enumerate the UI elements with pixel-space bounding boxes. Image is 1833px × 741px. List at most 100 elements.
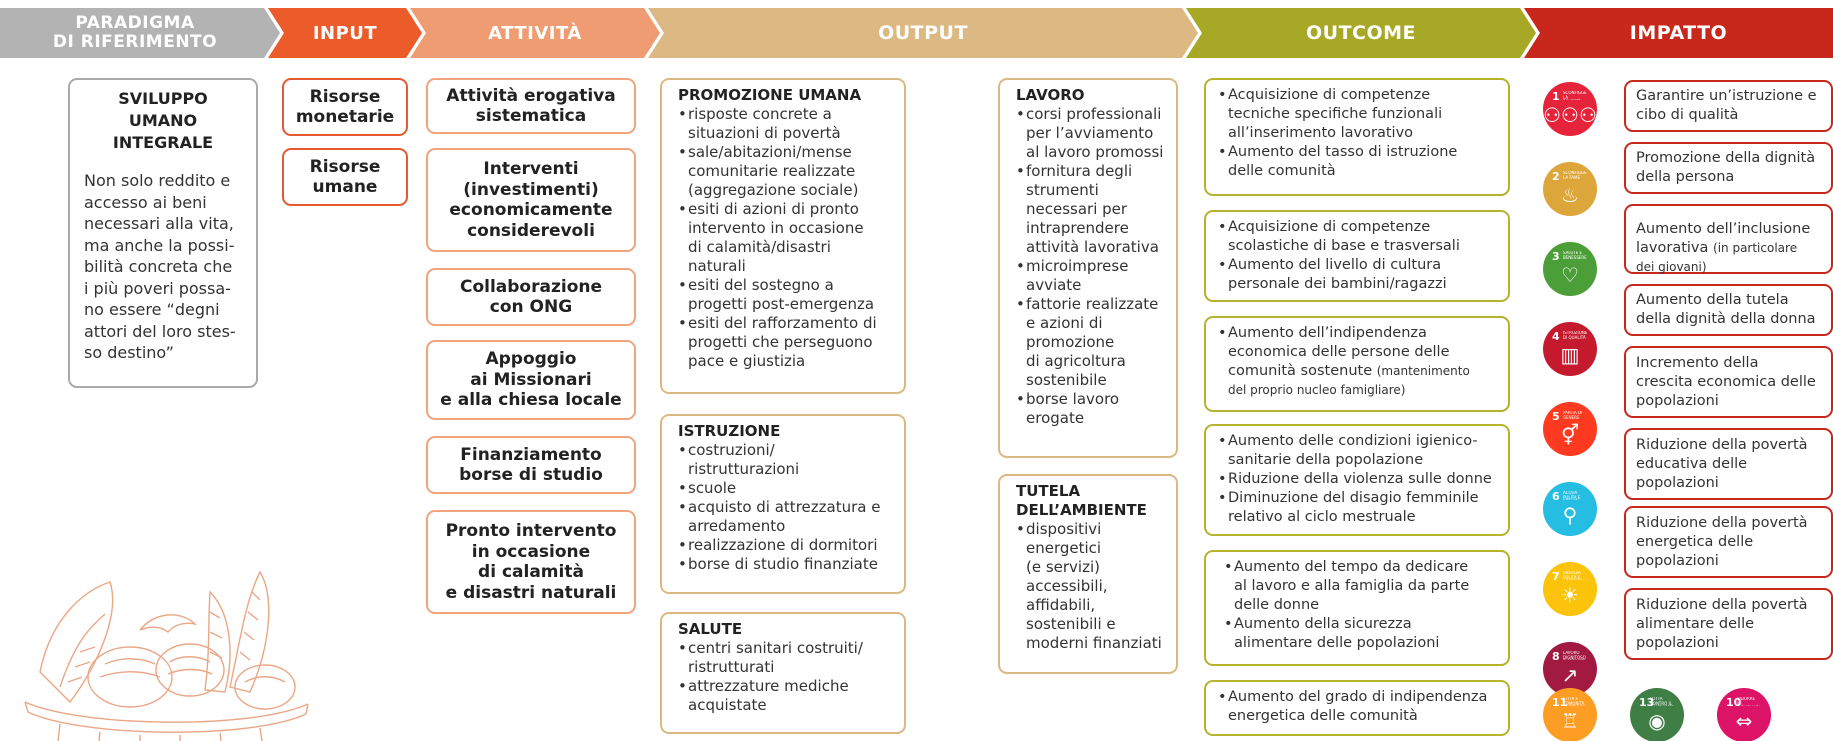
sdg-label: PARITÀ DI GENERE	[1563, 411, 1583, 420]
sdg-label: LAVORO DIGNITOSO E CRESCITA ECONOMICA	[1563, 651, 1586, 660]
sdg-number: 3	[1552, 250, 1560, 263]
paradigma-title-line: SVILUPPO	[118, 89, 208, 108]
header-output: OUTPUT	[648, 8, 1198, 58]
impatto-box: Riduzione della povertà alimentare delle…	[1624, 588, 1833, 660]
attivita-box: Appoggio ai Missionari e alla chiesa loc…	[426, 340, 636, 420]
outcome-box: Acquisizione di competenze scolastiche d…	[1204, 210, 1510, 302]
impatto-box: Riduzione della povertà educativa delle …	[1624, 428, 1833, 500]
sdg-number: 11	[1552, 696, 1568, 709]
paradigma-text-line: i più poveri possa-	[84, 278, 231, 298]
output-box-ambiente: TUTELA DELL’AMBIENTE dispositivi energet…	[998, 474, 1178, 674]
output-box-salute: SALUTE centri sanitari costruiti/ ristru…	[660, 612, 906, 734]
output-title: TUTELA DELL’AMBIENTE	[1016, 482, 1147, 519]
sdg-label: SCONFIGGERE LA FAME	[1563, 171, 1587, 180]
header-input: INPUT	[268, 8, 422, 58]
sdg-number: 4	[1552, 330, 1560, 343]
impatto-label: Promozione della dignità della persona	[1636, 150, 1816, 185]
paradigma-text-line: so destino”	[84, 343, 174, 362]
header-outcome-label: OUTCOME	[1305, 22, 1417, 44]
output-item: borse lavoro erogate	[1016, 390, 1166, 428]
outcome-item: Acquisizione di competenze tecniche spec…	[1218, 86, 1500, 143]
outcome-box: Aumento del tempo da dedicare al lavoro …	[1204, 550, 1510, 666]
paradigma-title: SVILUPPO UMANO INTEGRALE	[70, 88, 256, 154]
output-item: esiti del rafforzamento di progetti che …	[678, 314, 894, 371]
header-paradigma-line2: DI RIFERIMENTO	[52, 32, 218, 52]
header-input-label: INPUT	[312, 22, 378, 44]
impatto-box: Promozione della dignità della persona	[1624, 142, 1833, 194]
sdg-number: 1	[1552, 90, 1560, 103]
sdg-label: ACQUA PULITA E SERVIZI IGIENICO-SANITARI	[1563, 491, 1581, 500]
outcome-item: Acquisizione di competenze scolastiche d…	[1218, 218, 1500, 256]
impatto-box: Aumento della tutela della dignità della…	[1624, 284, 1833, 336]
paradigma-title-line: INTEGRALE	[112, 133, 214, 152]
sdg-glyph: ▥	[1560, 343, 1580, 367]
impatto-label: Garantire un’istruzione e cibo di qualit…	[1636, 88, 1817, 123]
outcome-item: Aumento della sicurezza alimentare delle…	[1224, 615, 1500, 653]
people-icon: 1SCONFIGGERE LA POVERTÀ⚇⚇⚇	[1543, 82, 1597, 136]
output-item: risposte concrete a situazioni di povert…	[678, 105, 894, 143]
output-item: centri sanitari costruiti/ ristrutturati	[678, 639, 894, 677]
header-outcome: OUTCOME	[1186, 8, 1536, 58]
output-item: fattorie realizzate e azioni di promozio…	[1016, 295, 1166, 390]
sdg-glyph: ☀	[1561, 583, 1579, 607]
impatto-label-note: dei giovani)	[1636, 260, 1707, 274]
header-paradigma-line1: PARADIGMA	[75, 13, 195, 33]
sdg-glyph: ↗	[1561, 663, 1579, 687]
paradigma-text-line: accesso ai beni	[84, 192, 207, 212]
output-item: realizzazione di dormitori	[678, 536, 894, 555]
input-label: Risorse monetarie	[295, 87, 395, 127]
sdg-glyph: ⇔	[1735, 709, 1753, 733]
sdg-glyph: ♖	[1561, 709, 1579, 733]
impatto-box: Riduzione della povertà energetica delle…	[1624, 506, 1833, 578]
attivita-box: Attività erogativa sistematica	[426, 78, 636, 134]
sdg-number: 13	[1639, 696, 1655, 709]
output-item: sale/abitazioni/mense comunitarie realiz…	[678, 143, 894, 200]
sdg-number: 8	[1552, 650, 1560, 663]
output-item: attrezzature mediche acquistate	[678, 677, 894, 715]
sdg-label: SCONFIGGERE LA POVERTÀ	[1563, 91, 1587, 100]
outcome-item: Aumento delle condizioni igienico- sanit…	[1218, 432, 1500, 470]
sdg-number: 10	[1726, 696, 1742, 709]
header-impatto: IMPATTO	[1524, 8, 1833, 58]
impatto-label: Riduzione della povertà energetica delle…	[1636, 514, 1808, 569]
paradigma-text-line: no essere “degni	[84, 300, 220, 319]
paradigma-text-line: Non solo reddito e	[84, 171, 231, 190]
attivita-label: Appoggio ai Missionari e alla chiesa loc…	[440, 349, 622, 411]
paradigma-title-line: UMANO	[128, 111, 198, 130]
attivita-box: Finanziamento borse di studio	[426, 436, 636, 494]
outcome-item-note: (mantenimento	[1376, 364, 1470, 378]
paradigma-text-line: attori del loro stes-	[84, 321, 236, 341]
output-item: esiti di azioni di pronto intervento in …	[678, 200, 894, 276]
paradigma-text-line: ma anche la possi-	[84, 235, 235, 255]
header-output-label: OUTPUT	[878, 22, 968, 44]
impatto-label: Aumento della tutela della dignità della…	[1636, 292, 1816, 327]
output-title: SALUTE	[678, 620, 743, 638]
sdg-label: ISTRUZIONE DI QUALITÀ	[1563, 331, 1587, 340]
output-box-istruzione: ISTRUZIONE costruzioni/ ristrutturazioni…	[660, 414, 906, 594]
output-item: corsi professionali per l’avviamento al …	[1016, 105, 1166, 162]
impatto-label-note: (in particolare	[1713, 241, 1798, 255]
sdg-glyph: ◉	[1648, 709, 1666, 733]
outcome-box: Aumento delle condizioni igienico- sanit…	[1204, 424, 1510, 536]
impatto-label: Incremento della crescita economica dell…	[1636, 354, 1816, 409]
paradigma-text-line: necessari alla vita,	[84, 214, 234, 233]
attivita-box: Pronto intervento in occasione di calami…	[426, 510, 636, 614]
paradigma-box: SVILUPPO UMANO INTEGRALE Non solo reddit…	[68, 78, 258, 388]
sdg-glyph: ⚲	[1562, 503, 1578, 527]
outcome-item: Aumento del tempo da dedicare al lavoro …	[1224, 558, 1500, 615]
header-impatto-label: IMPATTO	[1629, 22, 1728, 44]
sdg-label: RIDURRE LE DISUGUAGLIANZE	[1737, 697, 1761, 706]
impatto-label-text: Aumento dell’inclusione lavorativa	[1636, 221, 1811, 256]
outcome-item: Diminuzione del disagio femminile relati…	[1218, 489, 1500, 527]
output-title: LAVORO	[1016, 86, 1085, 104]
attivita-label: Pronto intervento in occasione di calami…	[445, 521, 617, 603]
output-box-lavoro: LAVORO corsi professionali per l’avviame…	[998, 78, 1178, 458]
sdg-label: SALUTE E BENESSERE	[1563, 251, 1587, 260]
